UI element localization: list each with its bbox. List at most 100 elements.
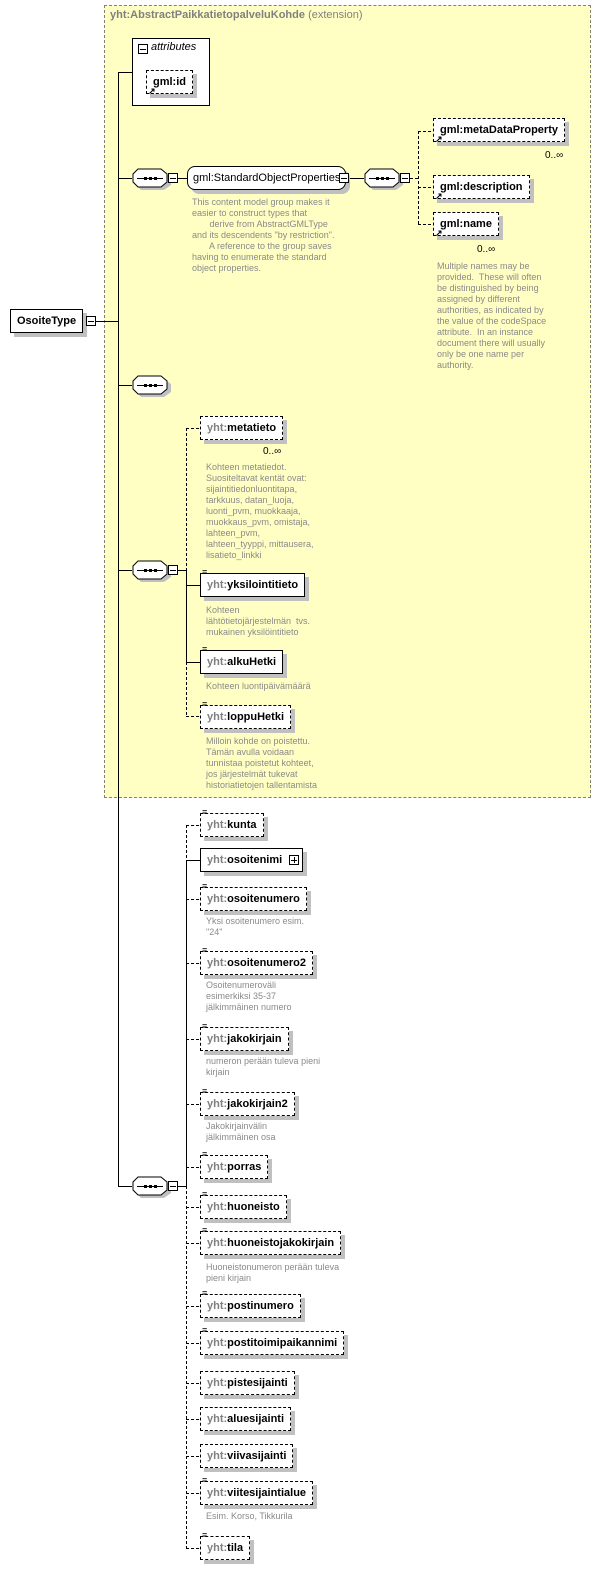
element-description: Kohteen lähtötietojärjestelmän tvs. muka… bbox=[206, 605, 311, 637]
element-name: aluesijainti bbox=[227, 1413, 285, 1425]
element-porras[interactable]: ≡yht:porras bbox=[200, 1150, 269, 1179]
element-name: jakokirjain2 bbox=[227, 1098, 288, 1110]
element-name: gml:name bbox=[440, 218, 492, 230]
element-description: Jakokirjainvälin jälkimmäinen osa bbox=[206, 1121, 276, 1142]
simple-content-icon: ≡ bbox=[202, 1021, 208, 1031]
element-prefix: yht: bbox=[207, 1098, 228, 1110]
sequence-collapse-icon[interactable] bbox=[168, 565, 178, 575]
element-postinumero[interactable]: ≡yht:postinumero bbox=[200, 1289, 301, 1318]
sequence-compositor[interactable] bbox=[132, 168, 176, 192]
simple-content-icon: ≡ bbox=[202, 1530, 208, 1540]
attribute-gml-id[interactable]: ↗gml:id bbox=[146, 70, 193, 96]
element-name: tila bbox=[227, 1542, 244, 1554]
element-aluesijainti[interactable]: yht:aluesijainti bbox=[200, 1407, 292, 1431]
root-type-box[interactable]: OsoiteType bbox=[10, 309, 84, 333]
element-loppuhetki[interactable]: ≡yht:loppuHetki bbox=[200, 700, 292, 729]
group-standard-object-properties[interactable]: gml:StandardObjectProperties bbox=[187, 166, 347, 190]
group-name: gml:StandardObjectProperties bbox=[193, 172, 341, 184]
sequence-collapse-icon[interactable] bbox=[168, 173, 178, 183]
simple-content-icon: ≡ bbox=[202, 1325, 208, 1335]
element-name: metatieto bbox=[227, 422, 277, 434]
simple-content-icon: ≡ bbox=[202, 699, 208, 709]
element-prefix: yht: bbox=[207, 1337, 228, 1349]
element-viitesijaintialue[interactable]: ≡ yht:viitesijaintialue bbox=[200, 1476, 314, 1505]
element-huoneisto[interactable]: ≡yht:huoneisto bbox=[200, 1190, 287, 1219]
element-gml-metadataproperty[interactable]: ↗gml:metaDataProperty bbox=[433, 118, 565, 144]
element-prefix: yht: bbox=[207, 422, 228, 434]
element-alkuhetki[interactable]: ≡yht:alkuHetki bbox=[200, 645, 284, 674]
attributes-label: attributes bbox=[151, 41, 197, 53]
element-description: Osoitenumeroväli esimerkiksi 35-37 jälki… bbox=[206, 980, 292, 1012]
element-prefix: yht: bbox=[207, 1033, 228, 1045]
root-type-name: OsoiteType bbox=[17, 315, 77, 327]
element-osoitenumero[interactable]: ≡ yht:osoitenumero bbox=[200, 882, 307, 911]
element-yksilointitieto[interactable]: ≡yht:yksilointitieto bbox=[200, 568, 306, 597]
element-tila[interactable]: ≡yht:tila bbox=[200, 1531, 251, 1560]
attributes-collapse-icon[interactable] bbox=[138, 44, 148, 54]
cardinality: 0..∞ bbox=[545, 150, 564, 161]
reference-arrow-icon: ↗ bbox=[435, 134, 443, 144]
simple-content-icon: ≡ bbox=[202, 945, 208, 955]
element-name: viitesijaintialue bbox=[227, 1487, 307, 1499]
element-kunta[interactable]: ≡ yht:kunta bbox=[200, 808, 264, 837]
extension-base: yht:AbstractPaikkatietopalveluKohde bbox=[110, 9, 305, 21]
element-osoitenumero2[interactable]: ≡yht:osoitenumero2 bbox=[200, 946, 314, 975]
element-prefix: yht: bbox=[207, 893, 228, 905]
element-description: Kohteen luontipäivämäärä bbox=[206, 681, 311, 691]
reference-arrow-icon: ↗ bbox=[148, 86, 156, 96]
sequence-collapse-icon[interactable] bbox=[400, 173, 410, 183]
element-description: Kohteen metatiedot. Suositeltavat kentät… bbox=[206, 462, 314, 560]
element-osoitenimi[interactable]: yht:osoitenimi bbox=[200, 848, 304, 872]
element-name: gml:description bbox=[440, 181, 523, 193]
simple-content-icon: ≡ bbox=[202, 881, 208, 891]
element-jakokirjain[interactable]: ≡yht:jakokirjain bbox=[200, 1022, 289, 1051]
element-name: huoneisto bbox=[227, 1201, 280, 1213]
element-pistesijainti[interactable]: yht:pistesijainti bbox=[200, 1371, 295, 1395]
expand-icon[interactable] bbox=[289, 855, 300, 865]
element-metatieto[interactable]: yht:metatieto bbox=[200, 416, 284, 440]
element-name: postinumero bbox=[227, 1300, 294, 1312]
element-description: Multiple names may be provided. These wi… bbox=[437, 261, 547, 370]
element-name: postitoimipaikannimi bbox=[227, 1337, 338, 1349]
sequence-compositor[interactable] bbox=[132, 1176, 176, 1200]
element-prefix: yht: bbox=[207, 854, 228, 866]
element-name: osoitenumero bbox=[227, 893, 300, 905]
element-description: Esim. Korso, Tikkurila bbox=[206, 1511, 293, 1521]
cardinality: 0..∞ bbox=[477, 244, 496, 255]
group-collapse-icon[interactable] bbox=[339, 173, 349, 183]
element-viivasijainti[interactable]: yht:viivasijainti bbox=[200, 1444, 294, 1468]
simple-content-icon: ≡ bbox=[202, 1475, 208, 1485]
element-name: alkuHetki bbox=[227, 656, 277, 668]
element-gml-name[interactable]: ↗gml:name bbox=[433, 212, 499, 238]
sequence-collapse-icon[interactable] bbox=[168, 1181, 178, 1191]
element-description: Milloin kohde on poistettu. Tämän avulla… bbox=[206, 736, 318, 790]
element-postitoimipaikannimi[interactable]: ≡ yht:postitoimipaikannimi bbox=[200, 1326, 345, 1355]
element-gml-description[interactable]: ↗gml:description bbox=[433, 175, 530, 201]
collapse-icon[interactable] bbox=[86, 316, 96, 326]
element-prefix: yht: bbox=[207, 711, 228, 723]
element-prefix: yht: bbox=[207, 1487, 228, 1499]
sequence-compositor[interactable] bbox=[364, 168, 408, 192]
element-prefix: yht: bbox=[207, 1201, 228, 1213]
element-name: huoneistojakokirjain bbox=[227, 1237, 335, 1249]
element-prefix: yht: bbox=[207, 1161, 228, 1173]
element-prefix: yht: bbox=[207, 957, 228, 969]
sequence-compositor[interactable] bbox=[132, 560, 176, 584]
element-name: osoitenimi bbox=[227, 854, 283, 866]
element-name: pistesijainti bbox=[227, 1377, 288, 1389]
element-description: Huoneistonumeron perään tuleva pieni kir… bbox=[206, 1262, 340, 1283]
element-description: Yksi osoitenumero esim. "24" bbox=[206, 916, 305, 937]
simple-content-icon: ≡ bbox=[202, 807, 208, 817]
element-huoneistojakokirjain[interactable]: ≡yht:huoneistojakokirjain bbox=[200, 1226, 342, 1255]
sequence-compositor[interactable] bbox=[132, 375, 176, 399]
element-prefix: yht: bbox=[207, 1450, 228, 1462]
extension-title: yht:AbstractPaikkatietopalveluKohde (ext… bbox=[110, 9, 362, 21]
attribute-name: gml:id bbox=[153, 76, 186, 88]
element-jakokirjain2[interactable]: ≡yht:jakokirjain2 bbox=[200, 1087, 295, 1116]
extension-kind: (extension) bbox=[308, 9, 363, 21]
element-prefix: yht: bbox=[207, 819, 228, 831]
element-name: kunta bbox=[227, 819, 257, 831]
simple-content-icon: ≡ bbox=[202, 1225, 208, 1235]
cardinality: 0..∞ bbox=[263, 446, 282, 457]
